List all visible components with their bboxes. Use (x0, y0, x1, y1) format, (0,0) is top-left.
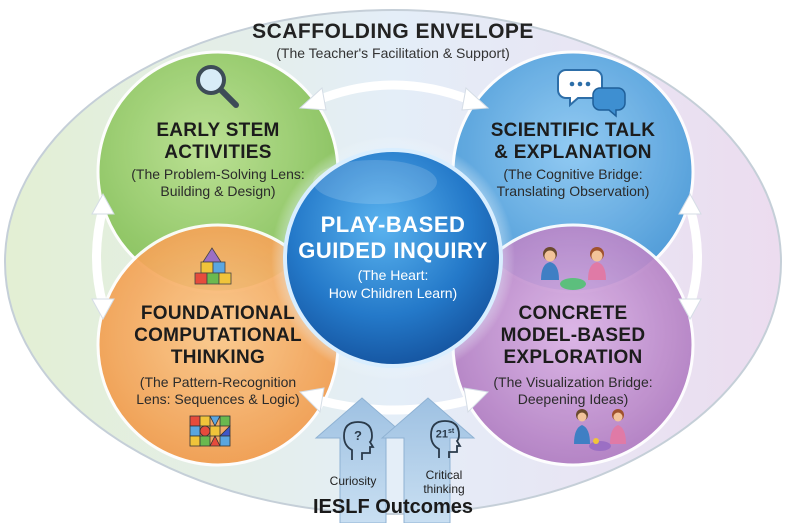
scientific-talk-sub-line2: Translating Observation) (496, 183, 650, 199)
scientific-talk-subtitle: (The Cognitive Bridge: Translating Obser… (473, 166, 673, 200)
center-title-line2: GUIDED INQUIRY (298, 238, 488, 263)
arrowheads (91, 87, 702, 414)
critical-thinking-label: Critical thinking (414, 468, 474, 496)
critical-thinking-arrow (380, 397, 476, 523)
computational-title: FOUNDATIONAL COMPUTATIONAL THINKING (113, 303, 323, 369)
center-sub-line2: How Children Learn) (328, 285, 458, 301)
arrow-left (92, 203, 108, 310)
pattern-tiles-icon (189, 415, 231, 447)
computational-sub-line2: Lens: Sequences & Logic) (136, 391, 300, 407)
outcomes-title: IESLF Outcomes (312, 496, 474, 518)
early-stem-title-line1: EARLY STEM (156, 120, 280, 141)
scientific-talk-sub-line1: (The Cognitive Bridge: (503, 166, 643, 182)
computational-title-line3: THINKING (170, 347, 266, 368)
scientific-talk-title: SCIENTIFIC TALK & EXPLANATION (473, 120, 673, 164)
computational-title-line2: COMPUTATIONAL (134, 325, 302, 346)
early-stem-title-line2: ACTIVITIES (164, 142, 272, 163)
children-building-icon (574, 409, 626, 451)
curiosity-arrow (314, 397, 410, 523)
concrete-model-title-line3: EXPLORATION (503, 347, 643, 368)
envelope-title: SCAFFOLDING ENVELOPE (252, 20, 534, 43)
scientific-talk-title-line2: & EXPLANATION (494, 142, 652, 163)
building-blocks-icon (194, 247, 232, 285)
center-subtitle: (The Heart: How Children Learn) (283, 266, 503, 302)
critical-thinking-line1: Critical (425, 468, 463, 482)
magnifying-glass-icon (196, 65, 239, 108)
early-stem-subtitle: (The Problem-Solving Lens: Building & De… (118, 166, 318, 200)
envelope-subtitle: (The Teacher's Facilitation & Support) (276, 45, 510, 61)
early-stem-sub-line1: (The Problem-Solving Lens: (131, 166, 305, 182)
svg-text:?: ? (354, 428, 362, 443)
critical-thinking-head-icon (430, 420, 462, 458)
arrow-top (313, 80, 475, 105)
outcome-arrows (314, 397, 476, 523)
connector-arrows (92, 80, 702, 415)
concrete-model-subtitle: (The Visualization Bridge: Deepening Ide… (468, 374, 678, 408)
computational-subtitle: (The Pattern-Recognition Lens: Sequences… (113, 374, 323, 408)
early-stem-sub-line2: Building & Design) (160, 183, 276, 199)
arrow-right (685, 203, 702, 310)
critical-thinking-line2: thinking (423, 482, 465, 496)
curiosity-head-icon: ? (343, 421, 375, 460)
center-title-line1: PLAY-BASED (320, 212, 466, 237)
concrete-model-title-line2: MODEL-BASED (500, 325, 646, 346)
computational-sub-line1: (The Pattern-Recognition (139, 374, 297, 390)
concrete-model-sub-line2: Deepening Ideas) (517, 391, 629, 407)
speech-bubbles-icon (557, 69, 626, 118)
curiosity-label: Curiosity (329, 474, 377, 488)
scientific-talk-title-line1: SCIENTIFIC TALK (490, 120, 656, 141)
concrete-model-sub-line1: (The Visualization Bridge: (493, 374, 653, 390)
children-playing-icon (541, 247, 606, 290)
badge-number: 21 (435, 428, 448, 441)
concrete-model-title: CONCRETE MODEL-BASED EXPLORATION (468, 303, 678, 369)
computational-title-line1: FOUNDATIONAL (140, 303, 296, 324)
play-based-inquiry-circle (283, 148, 503, 368)
center-title: PLAY-BASED GUIDED INQUIRY (283, 212, 503, 264)
arrow-bottom (313, 395, 475, 415)
early-stem-title: EARLY STEM ACTIVITIES (118, 120, 318, 164)
twenty-first-century-badge: 21st (430, 428, 460, 441)
center-highlight (313, 160, 437, 204)
center-sub-line1: (The Heart: (357, 267, 429, 283)
concrete-model-title-line1: CONCRETE (518, 303, 628, 324)
badge-suffix: st (448, 428, 455, 435)
